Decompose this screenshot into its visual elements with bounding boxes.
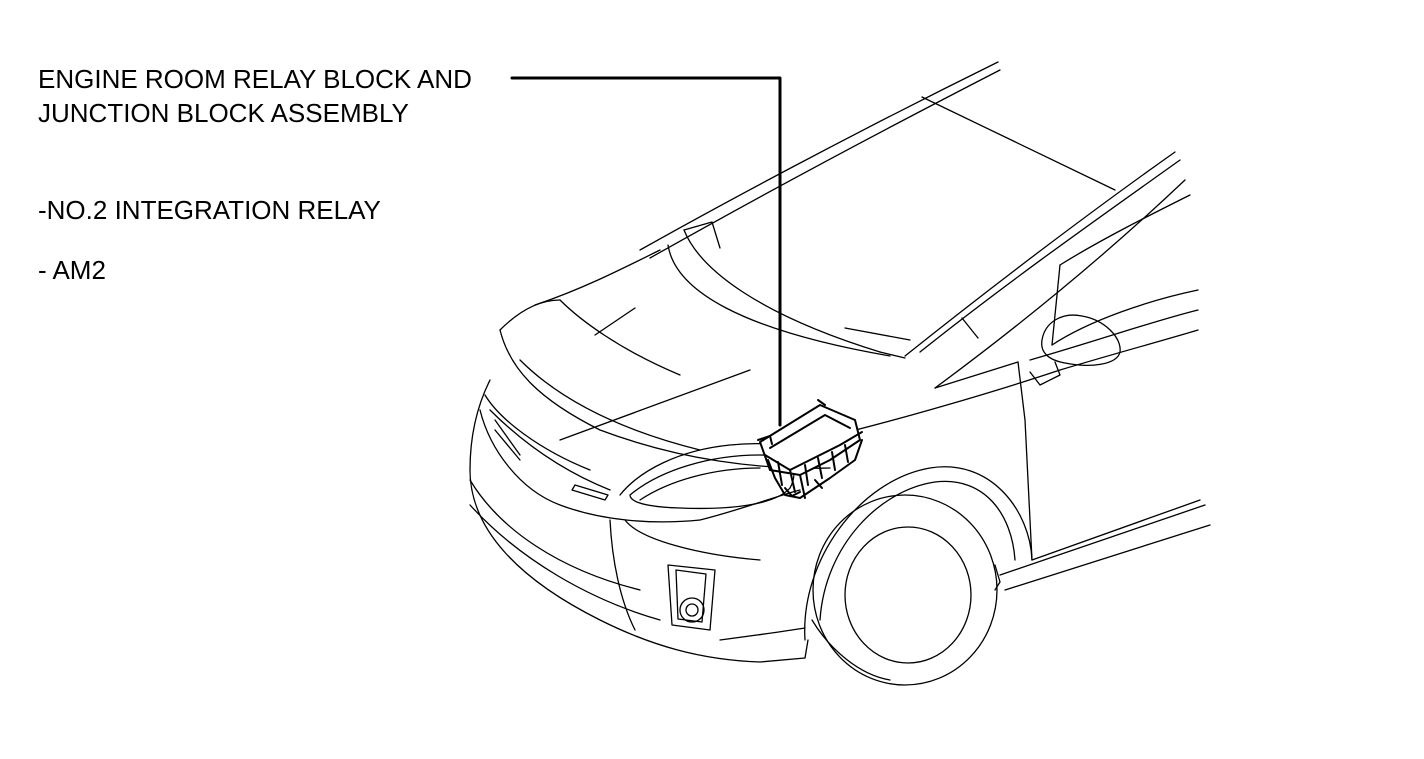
side-body [814, 151, 1211, 591]
callout-title-line-2: JUNCTION BLOCK ASSEMBLY [38, 98, 409, 128]
callout-item-am2: - AM2 [38, 255, 106, 285]
front-bumper [469, 379, 809, 663]
fog-light [667, 564, 716, 631]
front-wheel [804, 466, 1033, 686]
leader-line [510, 76, 782, 427]
callout-item-integration-relay: -NO.2 INTEGRATION RELAY [38, 195, 381, 225]
relay-block-component [757, 399, 863, 499]
headlight [629, 454, 795, 510]
roof-and-windshield [594, 61, 1116, 359]
side-mirror [1029, 314, 1121, 386]
callout-title-line-1: ENGINE ROOM RELAY BLOCK AND [38, 64, 472, 94]
